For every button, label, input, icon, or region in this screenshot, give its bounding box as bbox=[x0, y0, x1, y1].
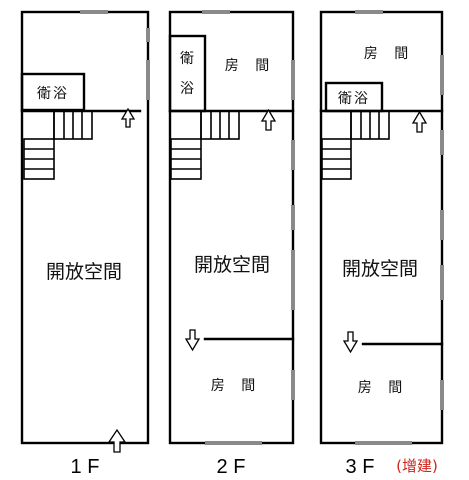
floor-3f-bedroom-bottom-label: 房 間 bbox=[358, 380, 408, 396]
floor-3f-staircase bbox=[321, 110, 390, 180]
floor-3f-outer-wall bbox=[319, 10, 444, 445]
floor-2f-down-arrow-icon bbox=[184, 329, 201, 352]
floor-2f-bedroom-bottom-label: 房 間 bbox=[211, 378, 261, 394]
floor-3f-bedroom-top-label: 房 間 bbox=[364, 46, 414, 62]
floor-1f-open-space-label: 開放空間 bbox=[46, 261, 122, 283]
floor-2f-open-space-label: 開放空間 bbox=[194, 254, 270, 276]
floor-1f-bathroom-label: 衛浴 bbox=[37, 86, 69, 102]
floor-2f-bedroom-top-label: 房 間 bbox=[225, 58, 275, 74]
floor-2f-label: 2 F bbox=[217, 456, 246, 478]
floor-3f-open-space-label: 開放空間 bbox=[342, 258, 418, 280]
floor-2f-staircase bbox=[170, 110, 240, 180]
floor-1f-up-arrow-icon bbox=[120, 107, 136, 128]
floor-2f-plan: 衛 浴 房 間 開放空間 房 間 2 F bbox=[168, 10, 295, 478]
floor-1f-staircase bbox=[23, 110, 93, 180]
floor-3f-bathroom-label: 衛浴 bbox=[338, 91, 370, 107]
floor-3f-label: 3 F bbox=[346, 456, 375, 478]
floor-3f-down-arrow-icon bbox=[342, 331, 359, 354]
floor-3f-addition-note: (增建) bbox=[396, 457, 438, 475]
floor-2f-bathroom-label-1: 衛 bbox=[180, 51, 196, 67]
floor-1f-label: 1 F bbox=[71, 456, 100, 478]
floor-2f-bathroom-label-2: 浴 bbox=[180, 81, 196, 97]
floor-1f-plan: 衛浴 開放空間 1 F bbox=[20, 10, 150, 478]
floor-3f-up-arrow-icon bbox=[411, 110, 428, 133]
floor-1f-entrance-arrow-icon bbox=[107, 428, 127, 453]
floor-3f-plan: 房 間 衛浴 開放空間 房 間 3 F (增建) bbox=[319, 10, 444, 478]
floor-2f-bathroom-wall bbox=[168, 34, 207, 113]
floor-2f-up-arrow-icon bbox=[260, 108, 277, 131]
